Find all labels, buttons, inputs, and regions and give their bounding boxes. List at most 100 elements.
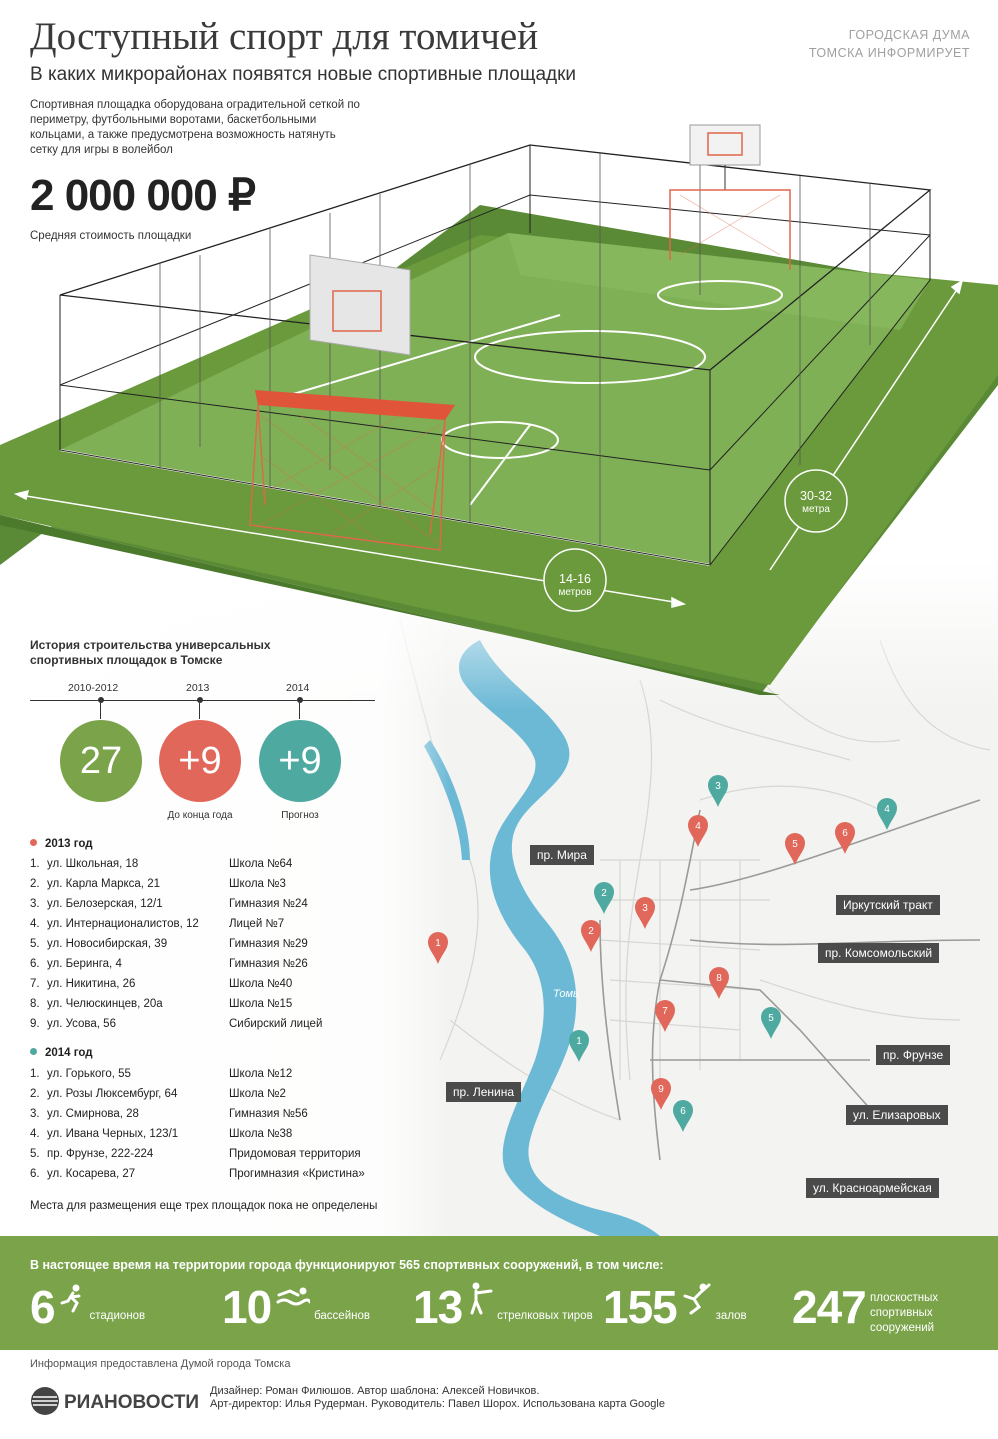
list-2014-number: 5. — [30, 1148, 40, 1160]
undetermined-note: Места для размещения еще трех площадок п… — [30, 1200, 378, 1212]
stat-stadiums-value: 6 — [30, 1281, 56, 1333]
pin-2013-9[interactable]: 9 — [650, 1078, 672, 1110]
history-title: История строительства универсальных спор… — [30, 638, 271, 667]
list-2013-address: ул. Белозерская, 12/1 — [47, 898, 163, 910]
list-2013-institution: Сибирский лицей — [229, 1018, 323, 1030]
list-2014-marker — [30, 1048, 37, 1055]
list-2014-address: пр. Фрунзе, 222-224 — [47, 1148, 154, 1160]
intro-description: Спортивная площадка оборудована оградите… — [30, 99, 360, 156]
stat-shooting: 13 стрелковых тиров — [413, 1280, 593, 1334]
road-label-frunze: пр. Фрунзе — [876, 1045, 951, 1065]
source-note: Информация предоставлена Думой города То… — [30, 1358, 291, 1370]
list-2014-number: 3. — [30, 1108, 40, 1120]
stat-halls-label: залов — [715, 1310, 747, 1323]
list-2014-item: 5. пр. Фрунзе, 222-224 Придомовая территор… — [30, 1148, 410, 1168]
pin-number: 6 — [680, 1106, 686, 1117]
list-2013-number: 4. — [30, 918, 40, 930]
list-2014-heading-text: 2014 год — [45, 1047, 93, 1059]
list-2014-institution: Гимназия №56 — [229, 1108, 308, 1120]
length-dimension: 30-32 метра — [785, 489, 847, 517]
list-2014-number: 1. — [30, 1068, 40, 1080]
stat-shooting-label: стрелковых тиров — [497, 1310, 593, 1323]
list-2014-number: 2. — [30, 1088, 40, 1100]
stat-flat-value: 247 — [792, 1281, 867, 1333]
list-2014-heading: 2014 год — [30, 1047, 93, 1059]
pin-number: 1 — [435, 938, 441, 949]
back-goal — [669, 189, 791, 270]
page-title: Доступный спорт для томичей — [30, 15, 539, 58]
pin-2013-5[interactable]: 5 — [784, 833, 806, 865]
publisher-line-1: ГОРОДСКАЯ ДУМА — [848, 28, 970, 42]
pin-2013-7[interactable]: 7 — [654, 1000, 676, 1032]
history-caption-2014: Прогноз — [281, 810, 319, 821]
list-2013-heading-text: 2013 год — [45, 838, 93, 850]
pin-2013-3[interactable]: 3 — [634, 897, 656, 929]
list-2013-institution: Гимназия №29 — [229, 938, 308, 950]
stat-flat-label: плоскостных спортивных сооружений — [870, 1292, 939, 1334]
list-2013-address: ул. Школьная, 18 — [47, 858, 139, 870]
front-goal — [249, 390, 455, 551]
pin-2014-6[interactable]: 6 — [672, 1100, 694, 1132]
list-2013-address: ул. Челюскинцев, 20а — [47, 998, 163, 1010]
list-2014-institution: Школа №2 — [229, 1088, 286, 1100]
pin-number: 7 — [662, 1006, 668, 1017]
list-2014-address: ул. Ивана Черных, 123/1 — [47, 1128, 179, 1140]
pin-number: 5 — [768, 1013, 774, 1024]
average-price-caption: Средняя стоимость площадки — [30, 230, 192, 242]
stat-stadiums: 6 стадионов — [30, 1280, 145, 1334]
list-2014-address: ул. Горького, 55 — [47, 1068, 131, 1080]
stat-flat-facilities: 247 — [792, 1280, 867, 1334]
list-2013-number: 9. — [30, 1018, 40, 1030]
pin-2013-2[interactable]: 2 — [580, 920, 602, 952]
stat-shooting-value: 13 — [413, 1281, 463, 1333]
pin-number: 3 — [642, 903, 648, 914]
pin-2014-5[interactable]: 5 — [760, 1007, 782, 1039]
timeline-dot-1 — [98, 697, 104, 703]
list-2013-number: 5. — [30, 938, 40, 950]
timeline-year-3: 2014 — [286, 682, 310, 694]
page-subtitle: В каких микрорайонах появятся новые спор… — [30, 64, 577, 85]
pin-2013-4[interactable]: 4 — [687, 815, 709, 847]
pin-2013-6[interactable]: 6 — [834, 822, 856, 854]
pin-2014-2[interactable]: 2 — [593, 882, 615, 914]
list-2014-number: 4. — [30, 1128, 40, 1140]
list-2013-number: 1. — [30, 858, 40, 870]
history-caption-2013: До конца года — [167, 810, 233, 821]
pin-2014-3[interactable]: 3 — [707, 775, 729, 807]
ria-novosti-logo: РИАНОВОСТИ — [30, 1386, 200, 1416]
list-2013-heading: 2013 год — [30, 838, 93, 850]
road-label-krasnoarmeyskaya: ул. Красноармейская — [806, 1178, 939, 1198]
pin-2013-1[interactable]: 1 — [427, 932, 449, 964]
road-label-mira: пр. Мира — [530, 845, 594, 865]
list-2014-institution: Придомовая территория — [229, 1148, 361, 1160]
pin-2014-1[interactable]: 1 — [568, 1030, 590, 1062]
road-label-komsomolsky: пр. Комсомольский — [818, 943, 940, 963]
timeline-year-2: 2013 — [186, 682, 210, 694]
svg-text:РИАНОВОСТИ: РИАНОВОСТИ — [64, 1392, 199, 1413]
sports-ground-illustration — [0, 124, 998, 695]
pin-number: 3 — [715, 781, 721, 792]
list-2013-number: 2. — [30, 878, 40, 890]
credits-line-2: Арт-директор: Илья Рудерман. Руководител… — [210, 1398, 665, 1410]
list-2013-address: ул. Никитина, 26 — [47, 978, 136, 990]
pin-2014-4[interactable]: 4 — [876, 798, 898, 830]
stat-stadiums-label: стадионов — [89, 1310, 146, 1323]
pitch — [60, 233, 930, 565]
list-2013-number: 6. — [30, 958, 40, 970]
gymnast-icon — [681, 1283, 711, 1315]
list-2013-marker — [30, 839, 37, 846]
back-basketball-hoop — [689, 124, 761, 190]
pin-2013-8[interactable]: 8 — [708, 967, 730, 999]
history-bubble-2013: +9 — [159, 720, 241, 802]
pin-number: 8 — [716, 973, 722, 984]
stats-band — [0, 1236, 998, 1350]
